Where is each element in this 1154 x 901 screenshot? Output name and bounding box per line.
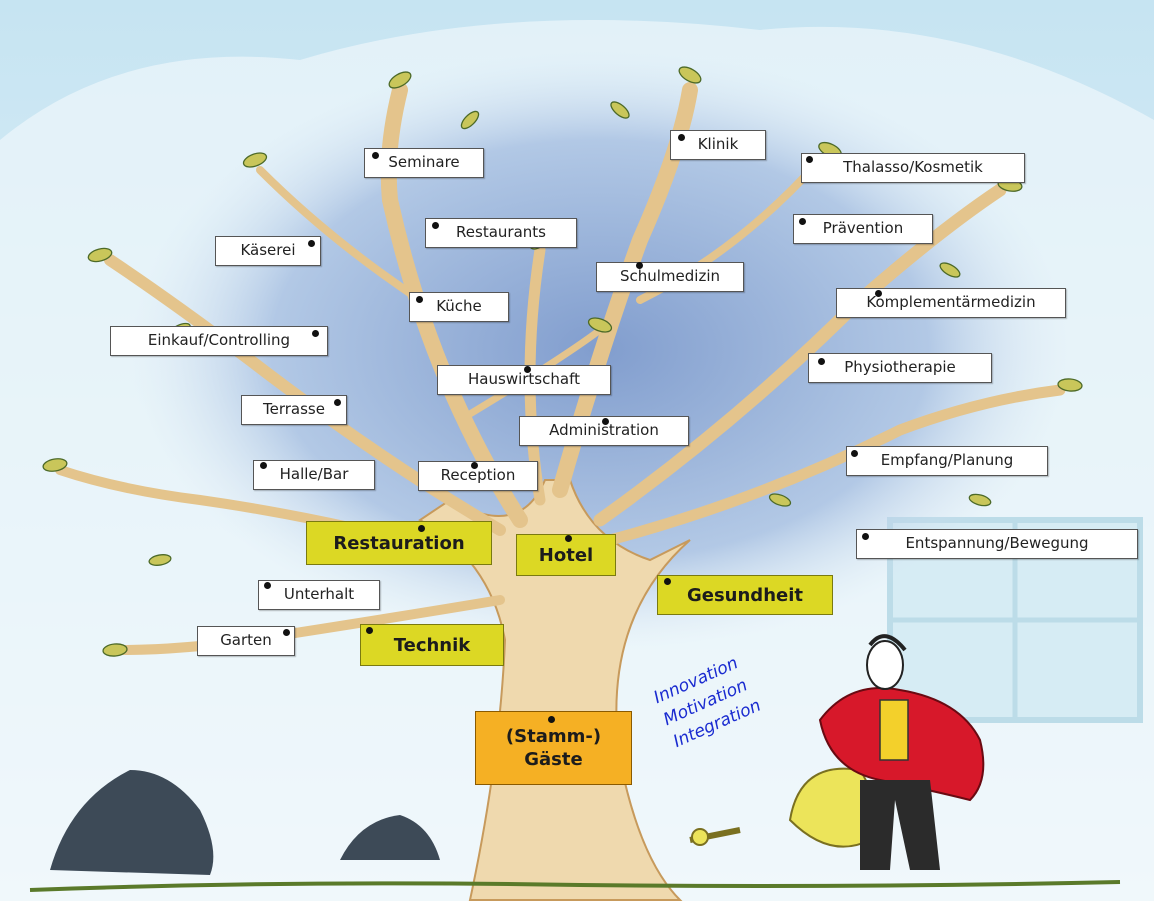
root-dot [548,716,555,723]
branch-dot [308,240,315,247]
label-empfang-planung: Empfang/Planung [846,446,1048,476]
label-garten: Garten [197,626,295,656]
branch-dot [524,366,531,373]
rock-small [340,815,440,860]
label-klinik: Klinik [670,130,766,160]
rock-left [50,770,214,875]
label-entspannung-bewegung: Entspannung/Bewegung [856,529,1138,559]
branch-dot [799,218,806,225]
branch-dot [283,629,290,636]
label-reception: Reception [418,461,538,491]
branch-dot [678,134,685,141]
label-kueche: Küche [409,292,509,322]
branch-dot [636,262,643,269]
category-hotel: Hotel [516,534,616,576]
branch-dot [806,156,813,163]
branch-dot [416,296,423,303]
label-halle-bar: Halle/Bar [253,460,375,490]
category-technik: Technik [360,624,504,666]
label-kaeserei: Käserei [215,236,321,266]
root-line-2: Gäste [524,749,583,770]
branch-dot [875,290,882,297]
label-administration: Administration [519,416,689,446]
gardener-figure [689,634,985,870]
label-praevention: Prävention [793,214,933,244]
branch-dot [471,462,478,469]
branch-dot [312,330,319,337]
branch-dot [818,358,825,365]
label-thalasso-kosmetik: Thalasso/Kosmetik [801,153,1025,183]
category-dot [664,578,671,585]
label-unterhalt: Unterhalt [258,580,380,610]
category-restauration: Restauration [306,521,492,565]
category-dot [565,535,572,542]
label-schulmedizin: Schulmedizin [596,262,744,292]
branch-dot [602,418,609,425]
grass-line [29,880,1121,892]
label-restaurants: Restaurants [425,218,577,248]
branch-dot [260,462,267,469]
label-terrasse: Terrasse [241,395,347,425]
category-dot [418,525,425,532]
branch-dot [334,399,341,406]
label-komplementaermedizin: Komplementärmedizin [836,288,1066,318]
label-seminare: Seminare [364,148,484,178]
branch-dot [264,582,271,589]
label-physiotherapie: Physiotherapie [808,353,992,383]
root-line-1: (Stamm-) [505,726,602,747]
label-einkauf-controlling: Einkauf/Controlling [110,326,328,356]
category-dot [366,627,373,634]
root-stammgaeste: (Stamm-) Gäste [475,711,632,785]
branch-dot [851,450,858,457]
category-gesundheit: Gesundheit [657,575,833,615]
branch-dot [432,222,439,229]
branch-dot [372,152,379,159]
tree-leaves [42,66,1083,657]
branch-dot [862,533,869,540]
